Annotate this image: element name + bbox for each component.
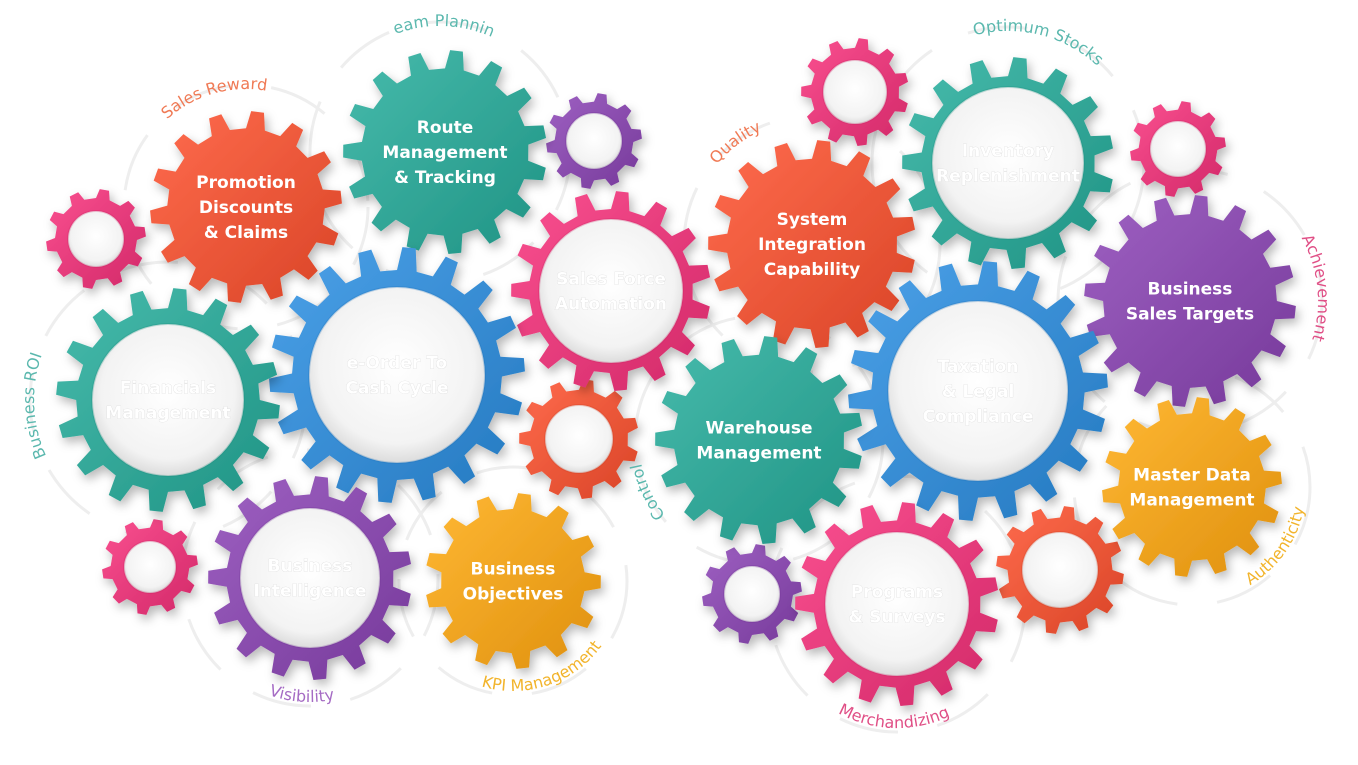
- small-gear-red-mid: [519, 379, 638, 499]
- gear-master-data-body: [1102, 397, 1282, 577]
- gear-route-label-line: Route: [417, 118, 474, 138]
- gear-business-sales-targets-label-line: Business: [1148, 280, 1233, 300]
- small-gear-purple-bottom: [702, 544, 802, 644]
- gear-taxation-label-line: Compliance: [923, 407, 1034, 427]
- gear-taxation-label-line: Taxation: [937, 357, 1018, 377]
- side-label-text-achievement: Achievement: [1298, 231, 1333, 344]
- gear-system-integration-label-line: Integration: [758, 235, 866, 255]
- small-gear-purple-top-hole: [565, 112, 623, 170]
- side-label-merchandizing: Merchandizing: [836, 700, 952, 732]
- small-gear-pink-bottom-left: [102, 519, 198, 615]
- gear-route-label-line: & Tracking: [394, 168, 496, 188]
- gear-programs-label-line: Programs: [851, 583, 943, 603]
- gear-business-sales-targets-body: [1084, 195, 1296, 407]
- gear-inventory-label-line: Inventory: [962, 142, 1054, 162]
- gear-business-intelligence-label-line: Intelligence: [254, 582, 367, 602]
- gear-route-label-line: Management: [382, 143, 507, 163]
- gear-sales-force-label-line: Sales Force: [556, 270, 666, 290]
- gear-programs-hole: [824, 531, 970, 677]
- gear-e-order-label-line: Cash Cycle: [345, 379, 448, 399]
- gear-master-data-label-line: Management: [1129, 491, 1254, 511]
- gear-business-sales-targets-label-line: Sales Targets: [1126, 305, 1254, 325]
- gear-business-objectives-label-line: Business: [471, 560, 556, 580]
- side-label-text-quality: Quality: [706, 117, 764, 167]
- side-label-quality: Quality: [706, 117, 764, 167]
- gear-inventory-label-line: Replenishment: [936, 167, 1080, 187]
- gear-business-intelligence-label-line: Business: [268, 557, 353, 577]
- small-gear-red-bottom-right: [996, 506, 1124, 634]
- side-label-optimum-stocks: Optimum Stocks: [971, 16, 1107, 69]
- side-label-text-control: Control: [627, 462, 669, 524]
- decorative-arc-sales-rewards: [122, 83, 370, 331]
- decorative-arc-kpi-management: [397, 465, 629, 697]
- gear-master-data-label-line: Master Data: [1133, 466, 1251, 486]
- gear-promotion-label-line: & Claims: [204, 223, 288, 243]
- gear-e-order-hole: [308, 286, 486, 464]
- gear-programs: Programs & Surveys: [795, 502, 999, 706]
- gear-system-integration-label-line: Capability: [764, 260, 860, 280]
- gear-financials-label-line: Management: [105, 404, 230, 424]
- gear-financials-hole: [91, 323, 245, 477]
- gear-business-intelligence-hole: [239, 507, 381, 649]
- side-label-text-sales-rewards: Sales Rewards: [0, 0, 269, 122]
- small-gear-purple-top: [546, 93, 642, 189]
- small-gear-pink-right-hole: [1149, 120, 1207, 178]
- gear-system-integration-label-line: System: [777, 210, 848, 230]
- small-gear-pink-left: [46, 189, 146, 289]
- small-gear-pink-bottom-left-hole: [123, 540, 177, 594]
- gear-sales-force-hole: [538, 218, 684, 364]
- side-label-control: Control: [627, 462, 669, 524]
- gear-promotion-body: [150, 111, 342, 303]
- gear-taxation-hole: [887, 300, 1069, 482]
- gear-promotion-label-line: Discounts: [199, 198, 293, 218]
- gear-warehouse-body: [655, 336, 863, 544]
- gear-e-order-label-line: e-Order To: [347, 354, 447, 374]
- side-label-business-roi: Business ROI: [19, 350, 50, 462]
- gear-business-objectives-body: [426, 493, 601, 669]
- small-gear-pink-right: [1130, 101, 1226, 197]
- gear-promotion-label-line: Promotion: [196, 173, 296, 193]
- gear-financials-label-line: Financials: [120, 379, 216, 399]
- side-label-text-business-roi: Business ROI: [19, 350, 50, 462]
- side-label-text-team-planning: Team Planning: [0, 0, 498, 41]
- gear-business-objectives-label-line: Objectives: [463, 585, 564, 605]
- gear-inventory-hole: [931, 86, 1085, 240]
- gear-warehouse-label-line: Warehouse: [705, 419, 812, 439]
- side-label-text-optimum-stocks: Optimum Stocks: [971, 16, 1107, 69]
- gear-system-integration-body: [708, 140, 916, 348]
- small-gear-red-bottom-right-hole: [1021, 531, 1099, 609]
- side-label-team-planning: Team Planning: [0, 0, 498, 41]
- gear-programs-label-line: & Surveys: [848, 608, 945, 628]
- gear-route-body: [343, 50, 547, 254]
- small-gear-purple-bottom-hole: [723, 565, 781, 623]
- side-label-sales-rewards: Sales Rewards: [0, 0, 269, 122]
- gear-sales-force-label-line: Automation: [555, 295, 667, 315]
- gear-e-order: e-Order To Cash Cycle: [269, 247, 525, 503]
- small-gear-pink-left-hole: [67, 210, 125, 268]
- side-label-text-merchandizing: Merchandizing: [836, 700, 952, 732]
- side-label-achievement: Achievement: [1298, 231, 1333, 344]
- small-gear-red-mid-hole: [544, 404, 614, 474]
- small-gear-pink-top-right-hole: [822, 59, 888, 125]
- gear-taxation-label-line: & Legal: [942, 382, 1015, 402]
- small-gear-pink-top-right: [801, 38, 909, 146]
- gear-warehouse-label-line: Management: [696, 444, 821, 464]
